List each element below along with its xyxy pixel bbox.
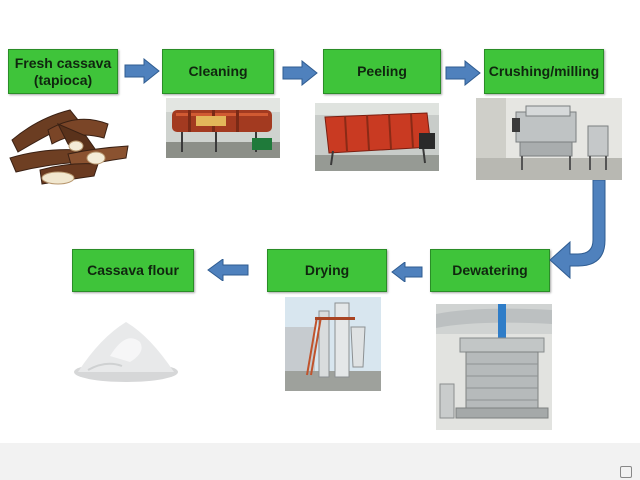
flour-pile-photo (70, 312, 182, 386)
step-fresh-cassava-label: Fresh cassava (tapioca) (14, 54, 112, 88)
step-cassava-flour-label: Cassava flour (87, 262, 179, 278)
step-dewatering: Dewatering (430, 249, 550, 292)
step-dewatering-label: Dewatering (452, 262, 528, 278)
footer-band (0, 443, 640, 480)
arrow-left-1 (391, 262, 423, 282)
step-drying-label: Drying (304, 262, 350, 278)
cassava-roots-photo (8, 100, 130, 186)
step-cleaning-label: Cleaning (188, 63, 248, 79)
step-crushing-label: Crushing/milling (488, 63, 600, 79)
arrow-right-2 (282, 60, 318, 86)
step-crushing: Crushing/milling (484, 49, 604, 94)
arrow-left-2 (207, 259, 249, 281)
cleaning-machine-photo (166, 98, 280, 158)
milling-machine-photo (476, 98, 622, 180)
step-fresh-cassava: Fresh cassava (tapioca) (8, 49, 118, 94)
peeling-machine-photo (315, 103, 439, 171)
arrow-curved-down (548, 180, 610, 280)
step-drying: Drying (267, 249, 387, 292)
arrow-right-3 (445, 60, 481, 86)
step-cleaning: Cleaning (162, 49, 274, 94)
hydraulic-press-photo (436, 304, 552, 430)
share-icon[interactable] (620, 466, 632, 478)
flash-dryer-photo (285, 297, 381, 391)
step-peeling: Peeling (323, 49, 441, 94)
arrow-right-1 (124, 58, 160, 84)
step-peeling-label: Peeling (357, 63, 407, 79)
step-cassava-flour: Cassava flour (72, 249, 194, 292)
